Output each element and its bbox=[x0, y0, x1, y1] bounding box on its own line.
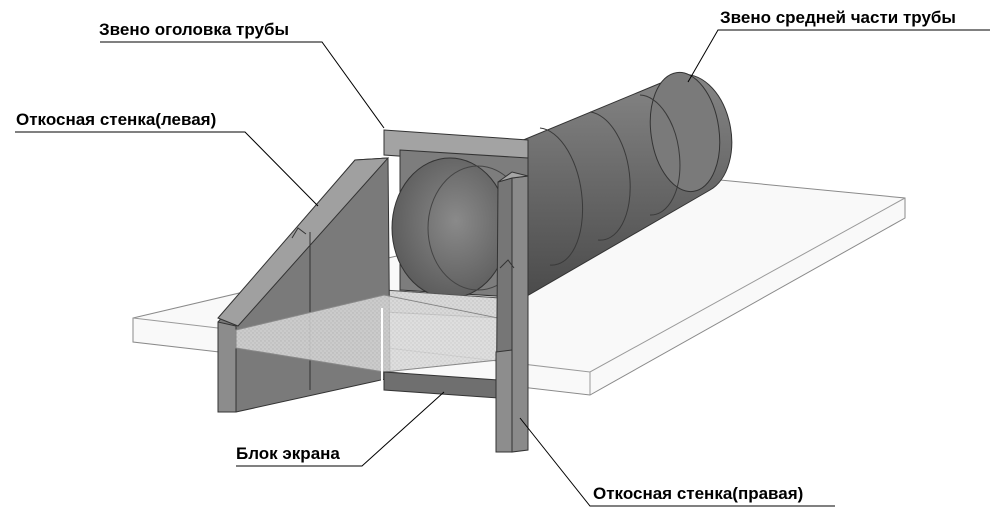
right-slope-wall bbox=[495, 171, 529, 453]
leader-right-wall bbox=[519, 417, 835, 507]
middle-pipe bbox=[474, 71, 733, 301]
leader-lines bbox=[15, 29, 990, 507]
label-head-link: Звено оголовка трубы bbox=[99, 20, 289, 39]
label-middle-link: Звено средней части трубы bbox=[720, 8, 956, 27]
label-slope-wall-left: Откосная стенка(левая) bbox=[16, 110, 217, 129]
leader-screen-block bbox=[236, 391, 445, 467]
leader-head-link bbox=[100, 41, 385, 129]
left-slope-wall bbox=[217, 157, 391, 413]
label-slope-wall-right: Откосная стенка(правая) bbox=[593, 484, 804, 503]
leader-left-wall bbox=[15, 131, 319, 207]
leader-middle-link bbox=[687, 29, 990, 83]
label-screen-block: Блок экрана bbox=[236, 444, 340, 463]
screen-block bbox=[235, 294, 499, 399]
